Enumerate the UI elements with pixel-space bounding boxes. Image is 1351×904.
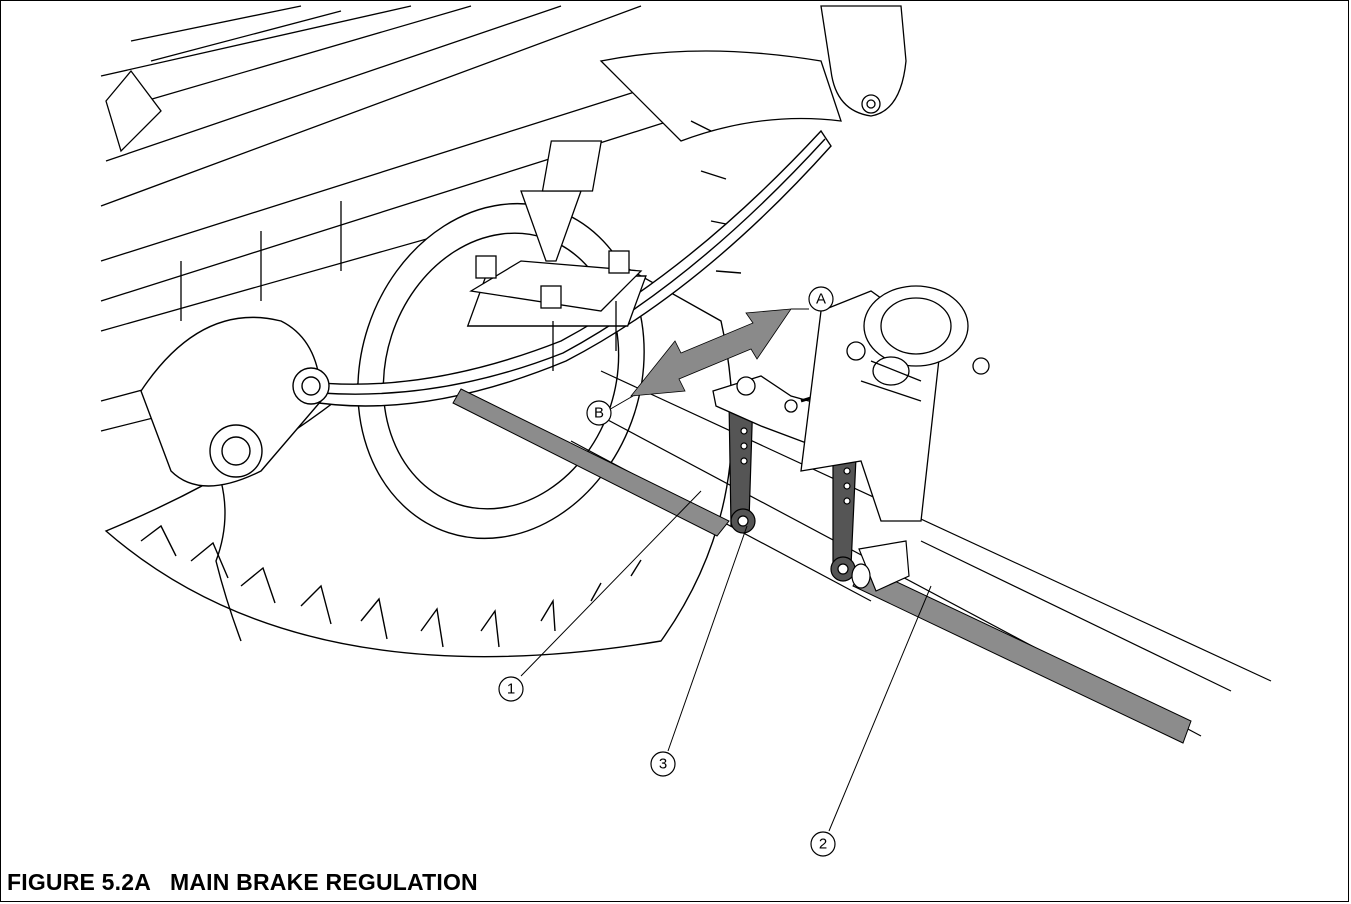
- lever-left: [728, 395, 756, 534]
- spring-bracket: [140, 316, 330, 487]
- figure-title: MAIN BRAKE REGULATION: [170, 869, 478, 895]
- callout-2-label: 2: [819, 836, 827, 853]
- adjustment-arrow: [630, 308, 792, 397]
- callout-3: 3: [650, 751, 676, 777]
- callout-3-label: 3: [659, 756, 667, 773]
- u-bolt-clamp: [469, 140, 643, 371]
- callout-1: 1: [498, 676, 524, 702]
- rod-2-end-collar: [851, 540, 910, 592]
- leader-lines: [520, 308, 932, 832]
- rod-2: [852, 565, 1192, 744]
- callout-b-label: B: [594, 405, 604, 422]
- figure-caption: FIGURE 5.2A MAIN BRAKE REGULATION: [7, 869, 478, 896]
- callout-2: 2: [810, 831, 836, 857]
- callout-b: B: [586, 400, 612, 426]
- rod-1: [452, 388, 730, 537]
- callout-a: A: [808, 286, 834, 312]
- trailer-frame: [100, 5, 907, 432]
- brake-chamber: [800, 285, 990, 522]
- callout-a-label: A: [816, 291, 826, 308]
- figure-number: FIGURE 5.2A: [7, 869, 151, 895]
- callout-1-label: 1: [507, 681, 515, 698]
